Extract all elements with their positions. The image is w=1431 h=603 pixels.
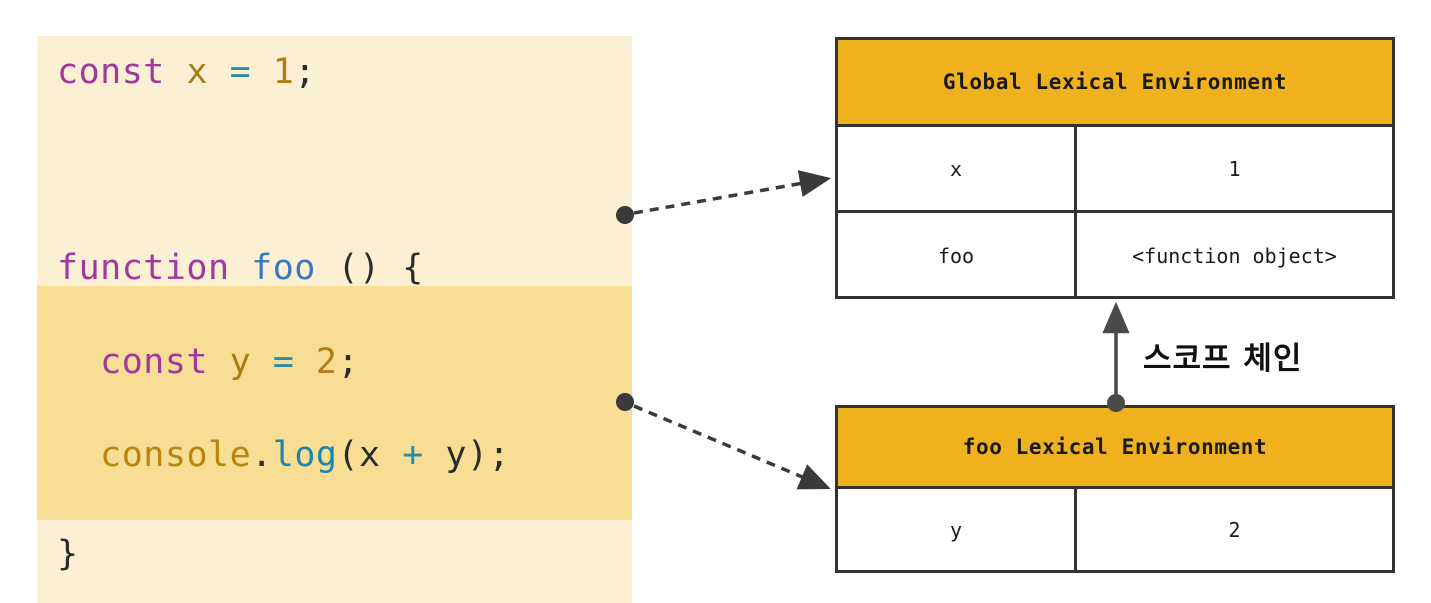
code-token-9: y <box>445 435 467 475</box>
code-token-3 <box>208 52 230 92</box>
code-token-5 <box>251 52 273 92</box>
code-highlight-band <box>37 286 632 520</box>
code-token-0: const <box>57 52 165 92</box>
code-token-8: ; <box>337 342 360 382</box>
foo-env-row-0-value: 2 <box>1228 517 1241 542</box>
global-env-row-0-key: x <box>838 127 1077 210</box>
table-row: x 1 <box>838 127 1392 213</box>
foo-env-row-0-key: y <box>838 489 1077 570</box>
code-token-4 <box>251 342 273 382</box>
table-row: foo <function object> <box>838 213 1392 299</box>
code-token-3: () { <box>315 248 424 288</box>
code-line-function-foo: function foo () { <box>57 245 652 291</box>
code-token-4: ( <box>337 435 360 475</box>
code-token-4: = <box>229 52 252 92</box>
code-panel: const x = 1; function foo () { const y =… <box>37 36 632 603</box>
foo-env-title: foo Lexical Environment <box>838 408 1392 489</box>
global-env-row-0-value: 1 <box>1228 156 1241 181</box>
code-token-2: foo <box>251 248 316 288</box>
scope-chain-label: 스코프 체인 <box>1143 341 1303 377</box>
code-token-3: log <box>272 435 338 475</box>
code-token-1: console <box>100 435 252 475</box>
code-line-const-y: const y = 2; <box>57 339 652 385</box>
code-token-6 <box>381 435 403 475</box>
global-env-row-1-key: foo <box>838 213 1077 299</box>
code-token-1 <box>230 248 252 288</box>
code-line-close-brace: } <box>57 531 652 577</box>
code-token-8 <box>424 435 446 475</box>
code-token-3: y <box>229 342 252 382</box>
code-token-6 <box>294 342 316 382</box>
code-token-2: . <box>251 435 273 475</box>
code-token-0: function <box>57 248 230 288</box>
code-token-7: 2 <box>315 342 338 382</box>
code-token-5: = <box>272 342 295 382</box>
code-token-0: } <box>57 534 79 574</box>
code-token-7: ; <box>294 52 316 92</box>
code-token-6: 1 <box>272 52 295 92</box>
code-token-1 <box>165 52 187 92</box>
code-line-const-x: const x = 1; <box>57 49 652 95</box>
code-token-7: + <box>402 435 424 475</box>
code-token-5: x <box>359 435 381 475</box>
connector-global-scope <box>616 170 832 224</box>
code-token-2: x <box>186 52 209 92</box>
code-token-0 <box>57 342 100 382</box>
code-token-1: const <box>100 342 209 382</box>
global-env-row-1-value: <function object> <box>1132 244 1337 268</box>
code-token-0 <box>57 435 100 475</box>
code-token-10: ); <box>466 435 511 475</box>
code-token-2 <box>208 342 230 382</box>
table-row: y 2 <box>838 489 1392 570</box>
code-line-console-log: console.log(x + y); <box>57 432 652 478</box>
global-lexical-environment-table: Global Lexical Environment x 1 foo <func… <box>835 37 1395 299</box>
global-env-title: Global Lexical Environment <box>838 40 1392 127</box>
foo-lexical-environment-table: foo Lexical Environment y 2 <box>835 405 1395 573</box>
connector-scope-chain <box>1102 301 1130 412</box>
